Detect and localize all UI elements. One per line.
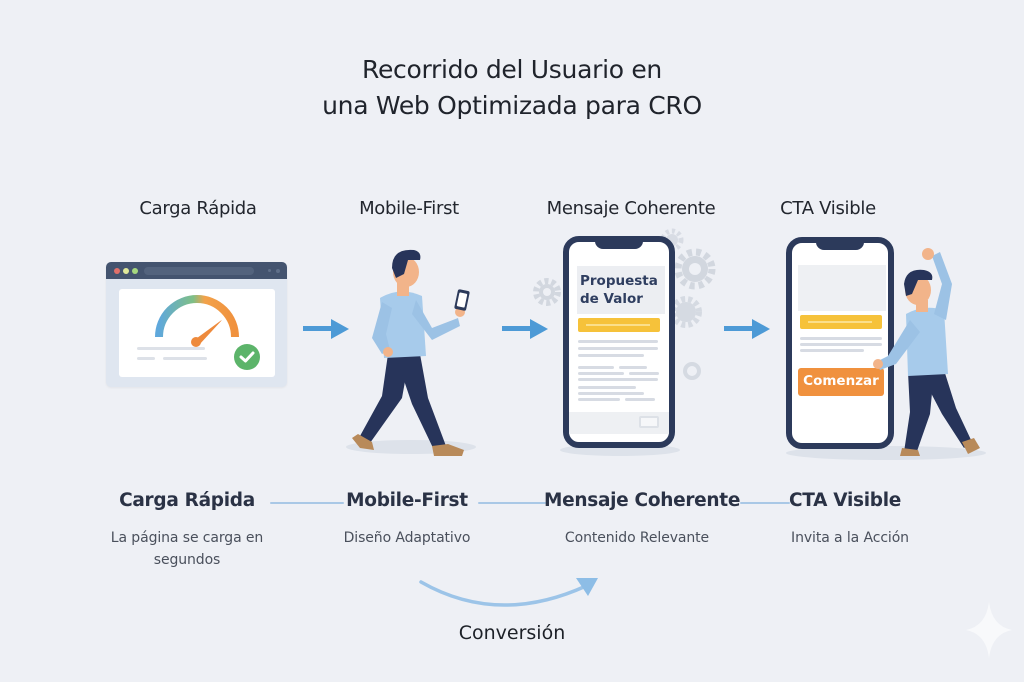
- timeline-subtitle-cta-visible: Invita a la Acción: [791, 530, 909, 546]
- cta-comenzar-button[interactable]: Comenzar: [798, 368, 884, 396]
- title-line-1: Recorrido del Usuario en: [362, 55, 662, 84]
- title-line-2: una Web Optimizada para CRO: [322, 91, 702, 120]
- text-line: [578, 392, 644, 395]
- text-line: [578, 378, 658, 381]
- value-prop-heading-line-1: Propuesta: [580, 273, 658, 289]
- text-line: [578, 372, 624, 375]
- gear-icon: [670, 296, 702, 328]
- timeline-title-cta-visible: CTA Visible: [788, 490, 902, 511]
- phone-hero-placeholder: [798, 265, 886, 311]
- arrow-right-icon: [303, 319, 349, 339]
- text-line: [578, 366, 614, 369]
- text-line: [625, 398, 655, 401]
- phone-bottom-button: [639, 416, 659, 428]
- step-label-mobile-first: Mobile-First: [359, 198, 459, 219]
- timeline-subtitle-mobile-first: Diseño Adaptativo: [343, 530, 471, 546]
- subtitle-line-1: La página se carga en: [110, 530, 264, 546]
- ground-shadow: [786, 446, 986, 460]
- browser-window-illustration: [106, 262, 287, 387]
- curved-arrow-icon: [419, 578, 598, 607]
- text-line: [578, 386, 636, 389]
- diagram-title: Recorrido del Usuario en una Web Optimiz…: [0, 52, 1024, 124]
- gear-icon: [533, 278, 561, 306]
- conversion-label: Conversión: [458, 622, 566, 644]
- timeline-subtitle-mensaje-coherente: Contenido Relevante: [564, 530, 710, 546]
- text-line: [800, 349, 864, 352]
- man-celebrating-illustration: [873, 248, 980, 456]
- text-line: [578, 347, 658, 350]
- step-label-mensaje-coherente: Mensaje Coherente: [546, 198, 716, 219]
- text-line: [578, 354, 644, 357]
- highlight-bar-line: [808, 321, 872, 323]
- value-prop-heading-line-2: de Valor: [580, 291, 643, 307]
- browser-content: [119, 289, 275, 377]
- check-circle-icon: [234, 344, 260, 370]
- timeline-title-mensaje-coherente: Mensaje Coherente: [544, 490, 741, 511]
- browser-titlebar: [106, 262, 287, 279]
- window-dot-green: [132, 268, 138, 274]
- sparkle-icon: [966, 602, 1012, 658]
- phone-notch: [816, 243, 864, 250]
- timeline-connector: [478, 502, 546, 504]
- timeline-connector: [270, 502, 344, 504]
- man-walking-with-phone-illustration: [352, 249, 470, 456]
- gear-icon: [674, 248, 716, 290]
- highlight-bar: [800, 315, 882, 329]
- timeline-title-mobile-first: Mobile-First: [346, 490, 468, 511]
- ring-icon: [683, 362, 701, 380]
- window-dot-red: [114, 268, 120, 274]
- value-prop-heading: Propuesta de Valor: [580, 272, 658, 308]
- highlight-bar-line: [586, 324, 650, 326]
- step-label-cta-visible: CTA Visible: [780, 198, 876, 219]
- toolbar-dot: [268, 269, 271, 272]
- text-line: [629, 372, 659, 375]
- text-line: [578, 398, 620, 401]
- speedometer-icon: [137, 295, 239, 360]
- phone-notch: [595, 242, 643, 249]
- highlight-bar: [578, 318, 660, 332]
- address-bar: [144, 267, 254, 275]
- text-line: [578, 340, 658, 343]
- text-line: [800, 343, 882, 346]
- phone-value-proposition: Propuesta de Valor: [563, 236, 675, 448]
- timeline-subtitle-carga-rapida: La página se carga en segundos: [97, 527, 277, 571]
- arrow-right-icon: [724, 319, 770, 339]
- timeline-title-carga-rapida: Carga Rápida: [119, 490, 255, 511]
- phone-cta: Comenzar: [786, 237, 894, 449]
- toolbar-dot: [276, 269, 280, 273]
- text-line: [800, 337, 882, 340]
- arrow-right-icon: [502, 319, 548, 339]
- step-label-carga-rapida: Carga Rápida: [139, 198, 257, 219]
- timeline-connector: [740, 502, 790, 504]
- value-prop-header: [577, 266, 665, 314]
- text-line: [619, 366, 647, 369]
- window-dot-yellow: [123, 268, 129, 274]
- subtitle-line-2: segundos: [153, 552, 221, 568]
